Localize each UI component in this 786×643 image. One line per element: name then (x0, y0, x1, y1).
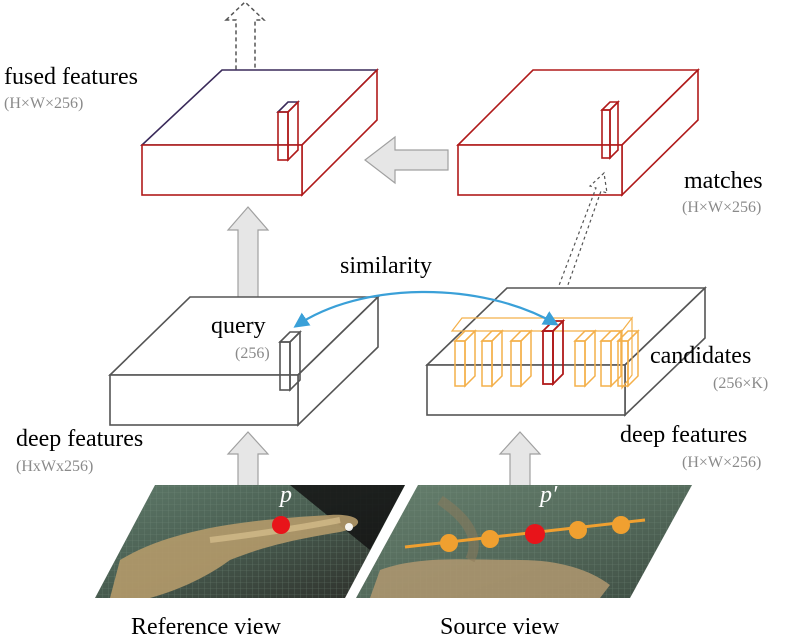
fused-features-dims: (H×W×256) (4, 95, 84, 112)
matches-label: matches (684, 168, 763, 194)
candidate-feature-box (425, 286, 707, 417)
sample-point (612, 516, 630, 534)
deep-features-right-label: deep features (620, 422, 748, 448)
fused-features-box (139, 68, 379, 197)
sample-point (481, 530, 499, 548)
output-arrow (224, 0, 266, 79)
fuse-arrow (226, 206, 270, 307)
selected-candidate-column (540, 318, 566, 387)
deep-features-left-label: deep features (16, 426, 144, 452)
candidate-column (480, 329, 504, 388)
src-extract-arrow (498, 431, 542, 491)
source-point (525, 524, 545, 544)
deep-features-right-dims: (H×W×256) (682, 454, 762, 471)
query-dims: (256) (235, 345, 270, 362)
candidate-column (509, 329, 533, 388)
source-view-label: Source view (440, 614, 560, 640)
sample-point (440, 534, 458, 552)
fused-features-label: fused features (4, 64, 138, 90)
reference-point (272, 516, 290, 534)
sample-point (569, 521, 587, 539)
matches-dims: (H×W×256) (682, 199, 762, 216)
candidates-label: candidates (650, 343, 752, 369)
source-view-image (356, 485, 692, 598)
merge-arrow (364, 135, 449, 185)
ref-extract-arrow (226, 431, 270, 491)
reference-view-image (95, 485, 405, 598)
epipolar-samples (440, 516, 630, 552)
candidate-column (599, 329, 623, 388)
similarity-arrow (293, 290, 559, 328)
similarity-label: similarity (340, 253, 432, 279)
reference-point-label: p (280, 482, 292, 508)
match-column (600, 100, 620, 160)
source-point-label: p′ (540, 482, 558, 508)
query-label: query (211, 313, 266, 339)
candidate-column (453, 329, 477, 388)
fused-feature-column (276, 100, 300, 162)
candidate-column (573, 329, 597, 388)
select-arrow (554, 171, 608, 300)
candidate-columns (450, 316, 640, 390)
candidates-dims: (256×K) (713, 375, 769, 392)
candidate-column (616, 329, 640, 388)
deep-features-left-dims: (HxWx256) (16, 458, 94, 475)
query-column (278, 330, 302, 392)
reference-view-label: Reference view (131, 614, 281, 640)
matches-box (456, 68, 700, 197)
